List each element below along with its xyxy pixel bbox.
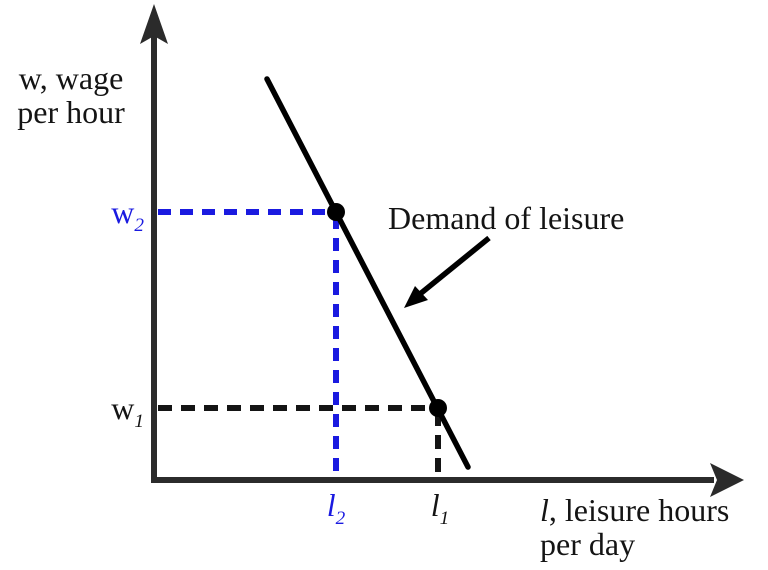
w1-label-base: w (111, 390, 135, 426)
w2-tick-label: w2 (84, 194, 144, 237)
x-axis-label-line1: l, leisure hours (540, 492, 730, 528)
y-axis-label: w, wage per hour (8, 60, 134, 130)
point-l1-w1 (429, 399, 447, 417)
annotation-arrowhead (404, 286, 428, 308)
l1-tick-label: l1 (410, 487, 470, 530)
w2-label-base: w (111, 194, 135, 230)
y-axis-label-line1: w, wage (18, 60, 124, 96)
l1-label-subscript: 1 (439, 508, 450, 530)
x-axis-label-variable: l (540, 492, 549, 528)
annotation-arrow-line (418, 235, 491, 297)
w1-tick-label: w1 (84, 390, 144, 433)
point-l2-w2 (327, 203, 345, 221)
w1-label-subscript: 1 (134, 411, 144, 433)
curve-annotation-label: Demand of leisure (388, 200, 625, 236)
l1-label-base: l (430, 487, 440, 523)
w2-label-subscript: 2 (134, 215, 144, 237)
x-axis-label-rest: , leisure hours (548, 492, 730, 528)
y-axis-label-line2: per hour (17, 93, 125, 130)
l2-tick-label: l2 (306, 487, 366, 530)
y-axis-arrowhead (140, 4, 168, 44)
x-axis-label: l, leisure hours per day (540, 492, 730, 562)
l2-label-subscript: 2 (335, 508, 346, 530)
x-axis-arrowhead (710, 463, 744, 497)
x-axis-label-line2: per day (540, 525, 636, 562)
l2-label-base: l (326, 487, 336, 523)
